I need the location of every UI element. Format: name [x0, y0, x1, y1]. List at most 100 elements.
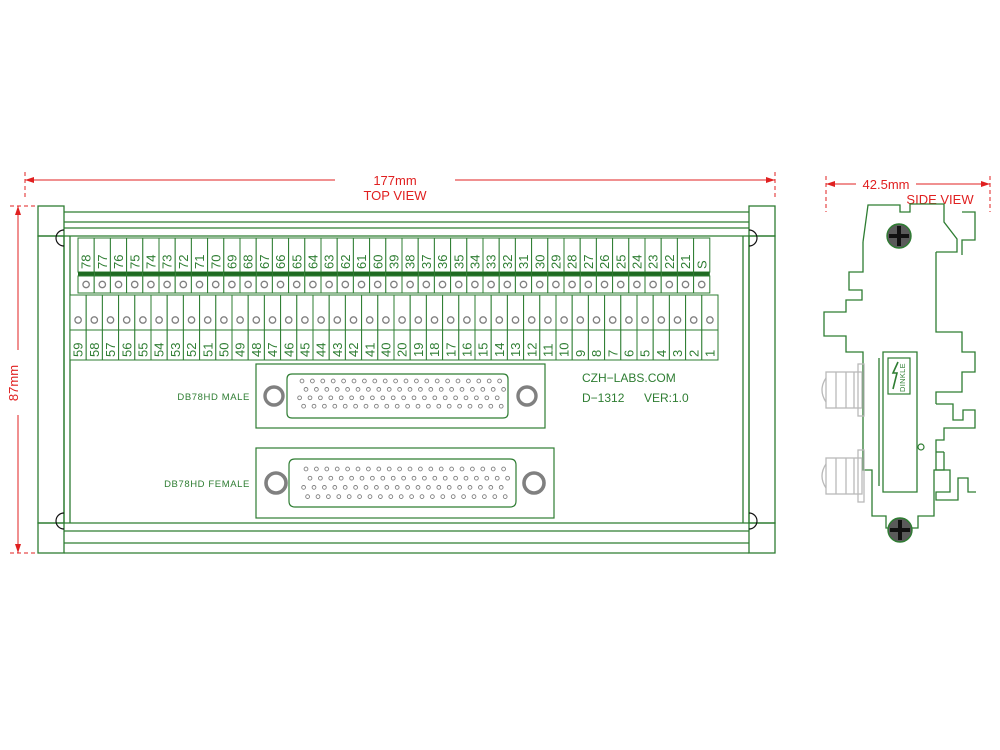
terminal-cell[interactable]: 21	[676, 237, 695, 294]
terminal-screw-hole[interactable]	[211, 280, 220, 289]
terminal-cell[interactable]: 43	[328, 294, 346, 361]
terminal-screw-hole[interactable]	[503, 280, 512, 289]
terminal-screw-hole[interactable]	[697, 280, 706, 289]
terminal-cell[interactable]: 48	[247, 294, 265, 361]
terminal-screw-hole[interactable]	[171, 316, 180, 324]
terminal-cell[interactable]: 39	[385, 237, 403, 294]
terminal-screw-hole[interactable]	[625, 316, 633, 324]
terminal-cell[interactable]: 33	[482, 237, 500, 294]
terminal-screw-hole[interactable]	[309, 280, 317, 289]
terminal-screw-hole[interactable]	[333, 316, 342, 324]
terminal-screw-hole[interactable]	[82, 280, 90, 289]
terminal-cell[interactable]: 19	[409, 294, 427, 361]
terminal-screw-hole[interactable]	[268, 316, 277, 324]
terminal-screw-hole[interactable]	[641, 316, 649, 324]
terminal-cell[interactable]: 29	[547, 237, 565, 294]
terminal-screw-hole[interactable]	[236, 316, 244, 324]
terminal-cell[interactable]: 77	[93, 237, 111, 294]
terminal-cell[interactable]: 68	[239, 237, 257, 294]
terminal-cell[interactable]: 38	[401, 237, 419, 294]
terminal-screw-hole[interactable]	[673, 316, 682, 324]
terminal-screw-hole[interactable]	[430, 316, 439, 324]
terminal-cell[interactable]: 44	[312, 294, 330, 361]
terminal-cell[interactable]: 76	[109, 237, 128, 294]
terminal-cell[interactable]: 10	[555, 294, 573, 361]
terminal-screw-hole[interactable]	[187, 316, 196, 324]
terminal-screw-hole[interactable]	[292, 280, 301, 289]
terminal-screw-hole[interactable]	[357, 280, 366, 289]
terminal-cell[interactable]: 6	[620, 294, 638, 361]
terminal-screw-hole[interactable]	[106, 316, 115, 324]
terminal-screw-hole[interactable]	[471, 280, 479, 289]
terminal-screw-hole[interactable]	[406, 280, 414, 289]
terminal-screw-hole[interactable]	[114, 280, 123, 289]
terminal-cell[interactable]: 45	[296, 294, 314, 361]
terminal-screw-hole[interactable]	[147, 280, 155, 289]
terminal-screw-hole[interactable]	[325, 280, 333, 289]
terminal-cell[interactable]: 69	[223, 237, 241, 294]
terminal-screw-hole[interactable]	[244, 280, 252, 289]
terminal-cell[interactable]: 59	[69, 294, 87, 361]
terminal-screw-hole[interactable]	[600, 280, 609, 289]
terminal-screw-hole[interactable]	[681, 280, 690, 289]
terminal-cell[interactable]: 23	[644, 237, 662, 294]
terminal-cell[interactable]: 30	[531, 237, 549, 294]
terminal-screw-hole[interactable]	[633, 280, 641, 289]
terminal-cell[interactable]: 1	[701, 294, 719, 361]
terminal-screw-hole[interactable]	[479, 316, 487, 324]
terminal-screw-hole[interactable]	[365, 316, 374, 324]
terminal-cell[interactable]: 57	[101, 294, 120, 361]
terminal-screw-hole[interactable]	[260, 280, 269, 289]
terminal-cell[interactable]: 15	[474, 294, 492, 361]
terminal-screw-hole[interactable]	[584, 280, 593, 289]
terminal-screw-hole[interactable]	[576, 316, 585, 324]
terminal-cell[interactable]: 24	[628, 237, 646, 294]
terminal-screw-hole[interactable]	[511, 316, 520, 324]
terminal-cell[interactable]: 70	[207, 237, 225, 294]
terminal-screw-hole[interactable]	[446, 316, 455, 324]
terminal-screw-hole[interactable]	[657, 316, 666, 324]
terminal-cell[interactable]: 9	[571, 294, 589, 361]
terminal-cell[interactable]: 22	[660, 237, 678, 294]
terminal-cell[interactable]: 31	[514, 237, 533, 294]
terminal-cell[interactable]: 16	[458, 294, 476, 361]
terminal-screw-hole[interactable]	[706, 316, 714, 324]
terminal-screw-hole[interactable]	[276, 280, 285, 289]
terminal-cell[interactable]: 32	[498, 237, 516, 294]
terminal-cell[interactable]: 64	[304, 237, 322, 294]
terminal-screw-hole[interactable]	[544, 316, 552, 324]
terminal-screw-hole[interactable]	[438, 280, 447, 289]
terminal-cell[interactable]: 52	[182, 294, 201, 361]
terminal-screw-hole[interactable]	[568, 280, 576, 289]
terminal-cell[interactable]: 66	[271, 237, 290, 294]
connector-db78hd-female[interactable]: DB78HD FEMALE	[164, 447, 555, 519]
terminal-cell[interactable]: 13	[506, 294, 525, 361]
terminal-cell[interactable]: 51	[199, 294, 217, 361]
terminal-cell[interactable]: 26	[595, 237, 614, 294]
terminal-cell[interactable]: 41	[361, 294, 379, 361]
terminal-screw-hole[interactable]	[608, 316, 617, 324]
terminal-screw-hole[interactable]	[454, 280, 463, 289]
terminal-screw-hole[interactable]	[535, 280, 544, 289]
terminal-cell[interactable]: 37	[417, 237, 435, 294]
terminal-screw-hole[interactable]	[495, 316, 504, 324]
terminal-screw-hole[interactable]	[301, 316, 309, 324]
terminal-cell[interactable]: 42	[344, 294, 363, 361]
terminal-cell[interactable]: 50	[215, 294, 233, 361]
terminal-screw-hole[interactable]	[220, 316, 228, 324]
terminal-cell[interactable]: 27	[579, 237, 597, 294]
terminal-screw-hole[interactable]	[341, 280, 350, 289]
terminal-screw-hole[interactable]	[689, 316, 698, 324]
terminal-screw-hole[interactable]	[139, 316, 147, 324]
terminal-screw-hole[interactable]	[74, 316, 82, 324]
terminal-screw-hole[interactable]	[560, 316, 568, 324]
terminal-cell[interactable]: 3	[668, 294, 687, 361]
terminal-screw-hole[interactable]	[155, 316, 163, 324]
terminal-screw-hole[interactable]	[519, 280, 528, 289]
terminal-screw-hole[interactable]	[98, 280, 107, 289]
terminal-screw-hole[interactable]	[527, 316, 536, 324]
terminal-cell[interactable]: 61	[352, 237, 371, 294]
terminal-cell[interactable]: 53	[166, 294, 184, 361]
terminal-cell[interactable]: 7	[604, 294, 622, 361]
